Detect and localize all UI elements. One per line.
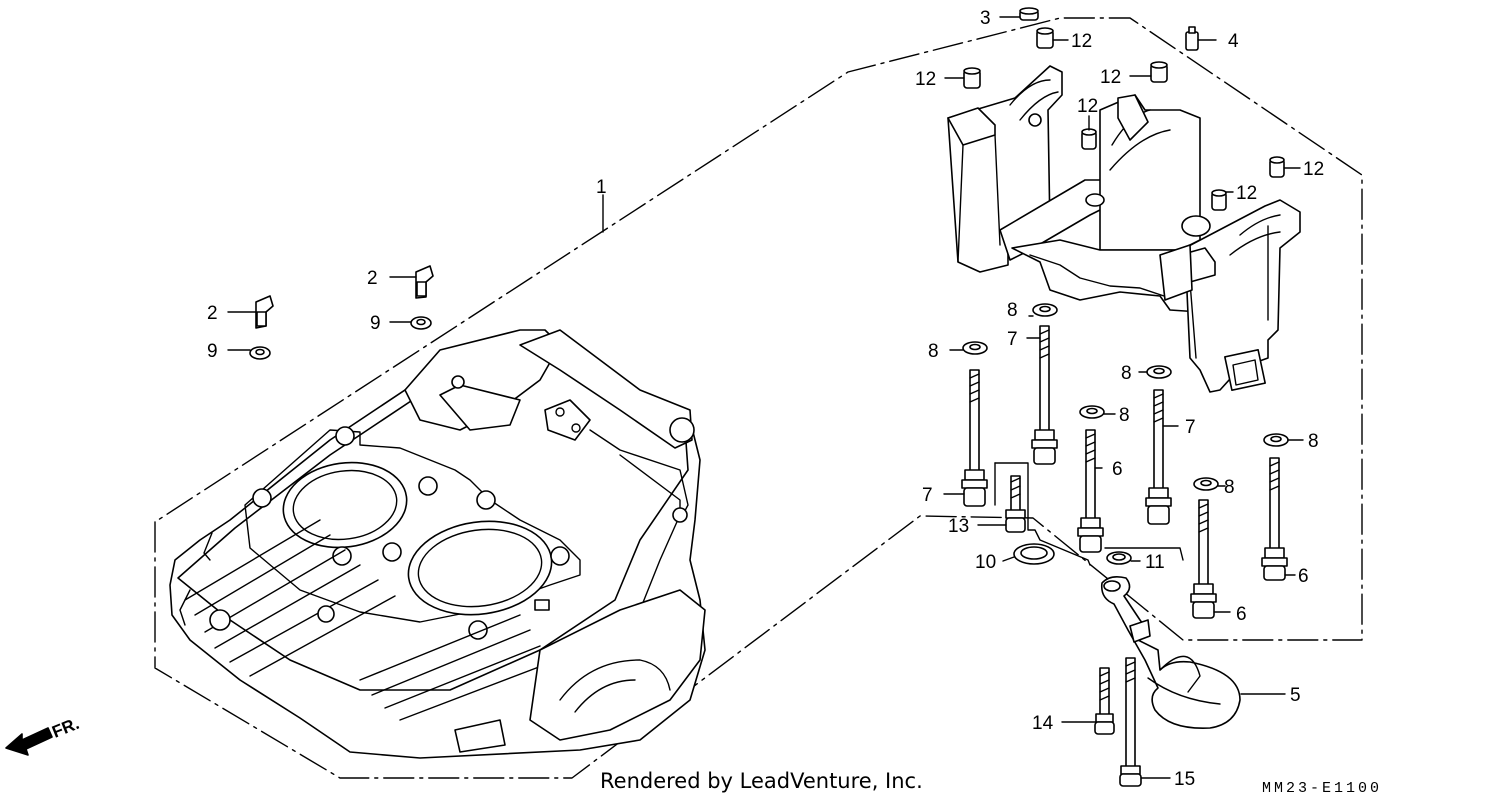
front-label: FR. — [49, 714, 82, 742]
front-direction-arrow: FR. — [5, 714, 82, 756]
callout-12-lower: 12 — [1236, 183, 1257, 204]
leader-brackets — [994, 462, 1184, 566]
front-arrow-icon — [5, 727, 53, 756]
callout-12-top: 12 — [1071, 31, 1092, 52]
callout-12-center: 12 — [1077, 96, 1098, 117]
callout-7-right: 7 — [1185, 417, 1196, 438]
bolts — [961, 325, 1288, 787]
callout-12-mid: 12 — [1100, 67, 1121, 88]
callout-6-center: 6 — [1112, 459, 1123, 480]
washer-8-a — [962, 341, 988, 355]
callout-8-d: 8 — [1119, 405, 1130, 426]
washer-8-f — [1193, 477, 1219, 491]
dowel-pin-12-c — [1150, 61, 1168, 83]
bolt-13 — [1005, 475, 1026, 533]
callout-2-left: 2 — [207, 303, 218, 324]
bolt-7-center — [1031, 325, 1058, 465]
callout-11: 11 — [1145, 552, 1165, 573]
lower-crankcase — [169, 329, 706, 759]
callout-8-b: 8 — [1007, 300, 1018, 321]
callout-6-lower: 6 — [1236, 604, 1247, 625]
callout-12-right: 12 — [1303, 159, 1324, 180]
callout-9-left: 9 — [207, 341, 218, 362]
stud-4 — [1185, 26, 1199, 51]
oil-jet-2-right — [415, 265, 434, 299]
credit-text: Rendered by LeadVenture, Inc. — [600, 769, 923, 793]
dowel-pin-12-f — [1211, 189, 1227, 211]
callout-5: 5 — [1290, 685, 1301, 706]
callout-8-a: 8 — [928, 341, 939, 362]
callout-6-right: 6 — [1298, 566, 1309, 587]
callout-2-right: 2 — [367, 268, 378, 289]
callout-13: 13 — [948, 516, 969, 537]
washer-9-right — [410, 316, 432, 330]
bolt-7-right — [1145, 389, 1172, 525]
assembly-outline — [154, 17, 1363, 779]
callout-1: 1 — [596, 177, 607, 198]
dowel-pin-12-e — [1269, 156, 1285, 178]
washer-8-e — [1263, 433, 1289, 447]
dowel-pin-12-a — [1036, 27, 1054, 49]
o-ring-10 — [1013, 543, 1055, 565]
bolt-6-right — [1261, 457, 1288, 581]
dowel-pin-12-b — [963, 67, 981, 89]
callout-8-f: 8 — [1224, 477, 1235, 498]
washer-9-left — [249, 346, 271, 360]
bolt-6-lower — [1190, 499, 1217, 619]
callout-4: 4 — [1228, 31, 1239, 52]
plug-3 — [1019, 7, 1039, 21]
bolt-6-center — [1077, 429, 1104, 553]
dowel-pin-12-d — [1081, 128, 1097, 150]
bolt-7-left — [961, 369, 988, 507]
callout-8-c: 8 — [1121, 363, 1132, 384]
o-ring-11 — [1106, 551, 1132, 565]
callout-7-center: 7 — [1007, 329, 1018, 350]
dowel-pins — [963, 7, 1285, 211]
callout-9-right: 9 — [370, 313, 381, 334]
callout-3: 3 — [980, 8, 991, 29]
sealing-washers-8 — [962, 303, 1289, 491]
diagram-code: MM23-E1100 — [1262, 780, 1382, 797]
oil-strainer — [1100, 576, 1241, 729]
bolt-15 — [1119, 657, 1142, 787]
callout-15: 15 — [1174, 769, 1195, 790]
callout-7-left: 7 — [922, 485, 933, 506]
oil-jet-2-left — [255, 295, 274, 329]
callout-14: 14 — [1032, 713, 1054, 734]
callout-8-e: 8 — [1308, 431, 1319, 452]
leader-lines — [227, 16, 1304, 779]
bolt-14 — [1094, 667, 1115, 735]
washer-8-d — [1079, 405, 1105, 419]
callout-10: 10 — [975, 552, 996, 573]
washer-8-b — [1032, 303, 1058, 317]
washer-8-c — [1146, 365, 1172, 379]
upper-crankcase — [947, 65, 1301, 393]
callout-12-left: 12 — [915, 69, 936, 90]
callout-labels: 1 2 2 3 4 5 6 6 6 7 7 7 8 8 8 8 8 8 9 9 … — [207, 8, 1324, 790]
